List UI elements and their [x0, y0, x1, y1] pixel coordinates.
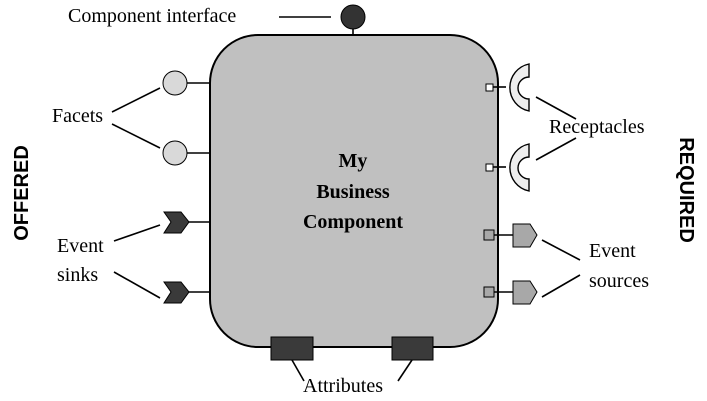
- attribute-1: [270, 336, 314, 361]
- event-sinks-label-2: sinks: [57, 264, 98, 286]
- facet-icon: [162, 70, 188, 96]
- attributes-label: Attributes: [303, 375, 383, 397]
- event-source-icon: [512, 223, 538, 248]
- event-source-2: [483, 280, 538, 305]
- event-sink-2: [163, 281, 210, 304]
- component-title-line3: Component: [303, 211, 403, 233]
- facets-label: Facets: [52, 105, 103, 127]
- receptacle-icon: [509, 143, 530, 192]
- facet-1: [162, 70, 210, 96]
- component-title-line1: My: [339, 150, 368, 172]
- component-interface-label: Component interface: [68, 5, 236, 27]
- required-label: REQUIRED: [675, 137, 697, 243]
- receptacle-2: [485, 143, 530, 192]
- receptacle-icon: [509, 63, 530, 112]
- event-source-1: [483, 223, 538, 248]
- component-interface-icon: [340, 4, 366, 30]
- receptacles-label: Receptacles: [549, 116, 645, 138]
- attribute-2: [391, 336, 434, 361]
- event-sources-label-1: Event: [589, 240, 636, 262]
- facet-icon: [162, 140, 188, 166]
- event-source-icon: [512, 280, 538, 305]
- component-body: [209, 34, 499, 348]
- component-title-line2: Business: [316, 181, 390, 203]
- event-sink-icon: [163, 211, 190, 234]
- facet-2: [162, 140, 210, 166]
- event-sink-1: [163, 211, 210, 234]
- receptacle-1: [485, 63, 530, 112]
- event-sinks-label-1: Event: [57, 235, 104, 257]
- event-sink-icon: [163, 281, 190, 304]
- event-sources-label-2: sources: [589, 270, 649, 292]
- offered-label: OFFERED: [11, 145, 33, 241]
